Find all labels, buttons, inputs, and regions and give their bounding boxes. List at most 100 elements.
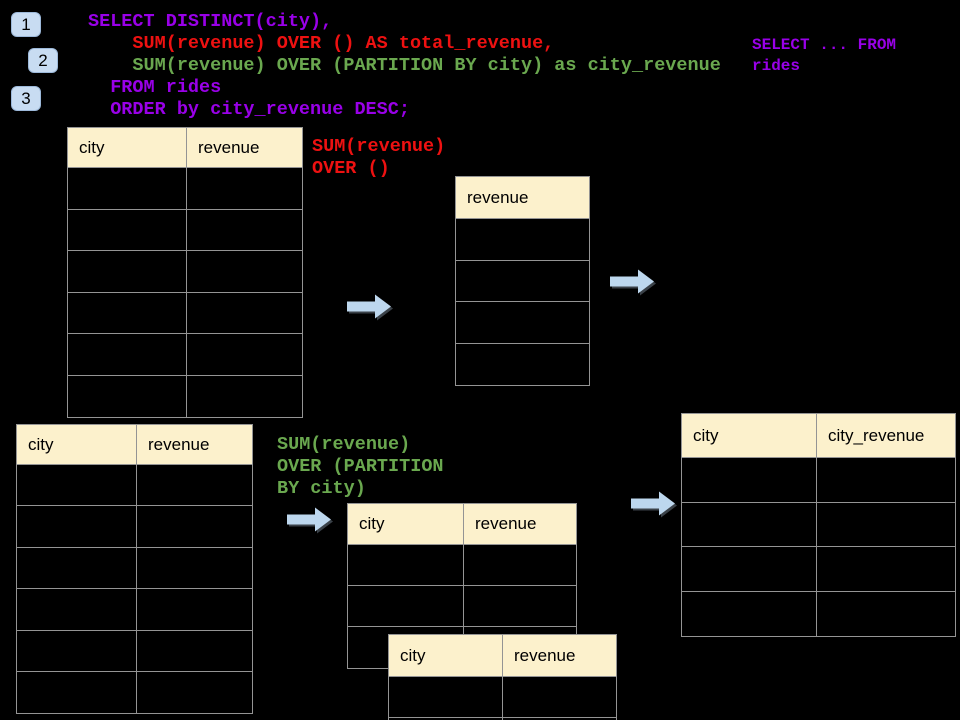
table-cell xyxy=(68,251,187,293)
table-cell xyxy=(817,547,955,592)
table-cell xyxy=(187,375,302,417)
step-badge-1: 1 xyxy=(11,12,41,37)
table-row xyxy=(389,718,616,720)
column-header: city xyxy=(389,635,503,677)
table-row xyxy=(17,671,252,714)
table-cell xyxy=(464,586,576,627)
table-cell xyxy=(17,630,137,672)
table-cell xyxy=(389,677,503,718)
table-cell xyxy=(137,671,252,714)
table-cell xyxy=(682,591,817,636)
table-cell xyxy=(817,591,955,636)
table-row xyxy=(682,502,955,547)
column-header: revenue xyxy=(456,177,589,219)
table-cell xyxy=(682,502,817,547)
code-line: SUM(revenue) OVER (PARTITION BY city) as… xyxy=(88,55,721,76)
code-line: ORDER by city_revenue DESC; xyxy=(88,99,410,120)
step-badge-2: 2 xyxy=(28,48,58,73)
code-line: SELECT DISTINCT(city), xyxy=(88,11,333,32)
table-row xyxy=(389,677,616,718)
table-row xyxy=(68,375,302,417)
table-row xyxy=(348,545,576,586)
table-cell xyxy=(456,260,589,302)
table-cell xyxy=(17,671,137,714)
arrow-right-icon xyxy=(610,269,655,294)
table-cell xyxy=(17,465,137,507)
sql-code: SELECT DISTINCT(city), SUM(revenue) OVER… xyxy=(88,11,721,121)
column-header: revenue xyxy=(187,128,302,168)
arrow-right-icon xyxy=(287,507,332,532)
code-line: FROM rides xyxy=(88,77,222,98)
code-line: SUM(revenue) xyxy=(312,136,446,157)
table-cell xyxy=(68,209,187,251)
table-row xyxy=(456,219,589,261)
annotation-total-revenue: SUM(revenue)OVER () xyxy=(312,136,445,180)
table-cell xyxy=(817,502,955,547)
table-row xyxy=(456,260,589,302)
table-cell xyxy=(68,375,187,417)
column-header: city xyxy=(348,504,464,545)
table-cell xyxy=(187,251,302,293)
code-line: rides xyxy=(752,57,801,75)
column-header: city_revenue xyxy=(817,414,955,458)
table-cell xyxy=(17,547,137,590)
table-cell xyxy=(68,168,187,210)
table-cell xyxy=(464,545,576,586)
table-cell xyxy=(456,219,589,261)
table-row xyxy=(682,458,955,503)
table-cell xyxy=(17,506,137,548)
table-cell xyxy=(137,465,252,507)
table-row xyxy=(456,302,589,344)
table-cell xyxy=(187,292,302,334)
column-header: city xyxy=(68,128,187,168)
column-header: city xyxy=(682,414,817,458)
table-cell xyxy=(817,458,955,503)
table-row xyxy=(17,506,252,548)
table-row xyxy=(68,209,302,251)
table-row xyxy=(682,547,955,592)
sql-side-note: SELECT ... FROM rides xyxy=(752,35,896,77)
table-cell xyxy=(17,589,137,631)
table-row xyxy=(17,589,252,631)
table-cell xyxy=(137,589,252,631)
code-line: SUM(revenue) xyxy=(277,434,411,455)
table-cell xyxy=(187,168,302,210)
table-cell xyxy=(503,718,616,720)
table-row xyxy=(17,465,252,507)
arrow-right-icon xyxy=(631,491,676,516)
table-cell xyxy=(137,547,252,590)
table-cell xyxy=(456,343,589,385)
table-cell xyxy=(137,506,252,548)
column-header: revenue xyxy=(464,504,576,545)
code-line: OVER () xyxy=(312,158,390,179)
column-header: city xyxy=(17,425,137,465)
code-line: SELECT ... FROM xyxy=(752,36,897,54)
table-row xyxy=(68,251,302,293)
table-row xyxy=(456,343,589,385)
table-cell xyxy=(682,458,817,503)
table-total-revenue-result: revenue xyxy=(455,176,590,386)
step-badge-3: 3 xyxy=(11,86,41,111)
table-header-row: revenue xyxy=(456,177,589,219)
column-header: revenue xyxy=(137,425,252,465)
table-cell xyxy=(456,302,589,344)
table-row xyxy=(17,547,252,590)
table-cell xyxy=(68,292,187,334)
code-line: OVER (PARTITION xyxy=(277,456,444,477)
code-line: SUM(revenue) OVER () AS total_revenue, xyxy=(88,33,555,54)
table-row xyxy=(68,168,302,210)
table-cell xyxy=(137,630,252,672)
table-cell xyxy=(68,334,187,376)
table-row xyxy=(682,591,955,636)
table-row xyxy=(68,292,302,334)
